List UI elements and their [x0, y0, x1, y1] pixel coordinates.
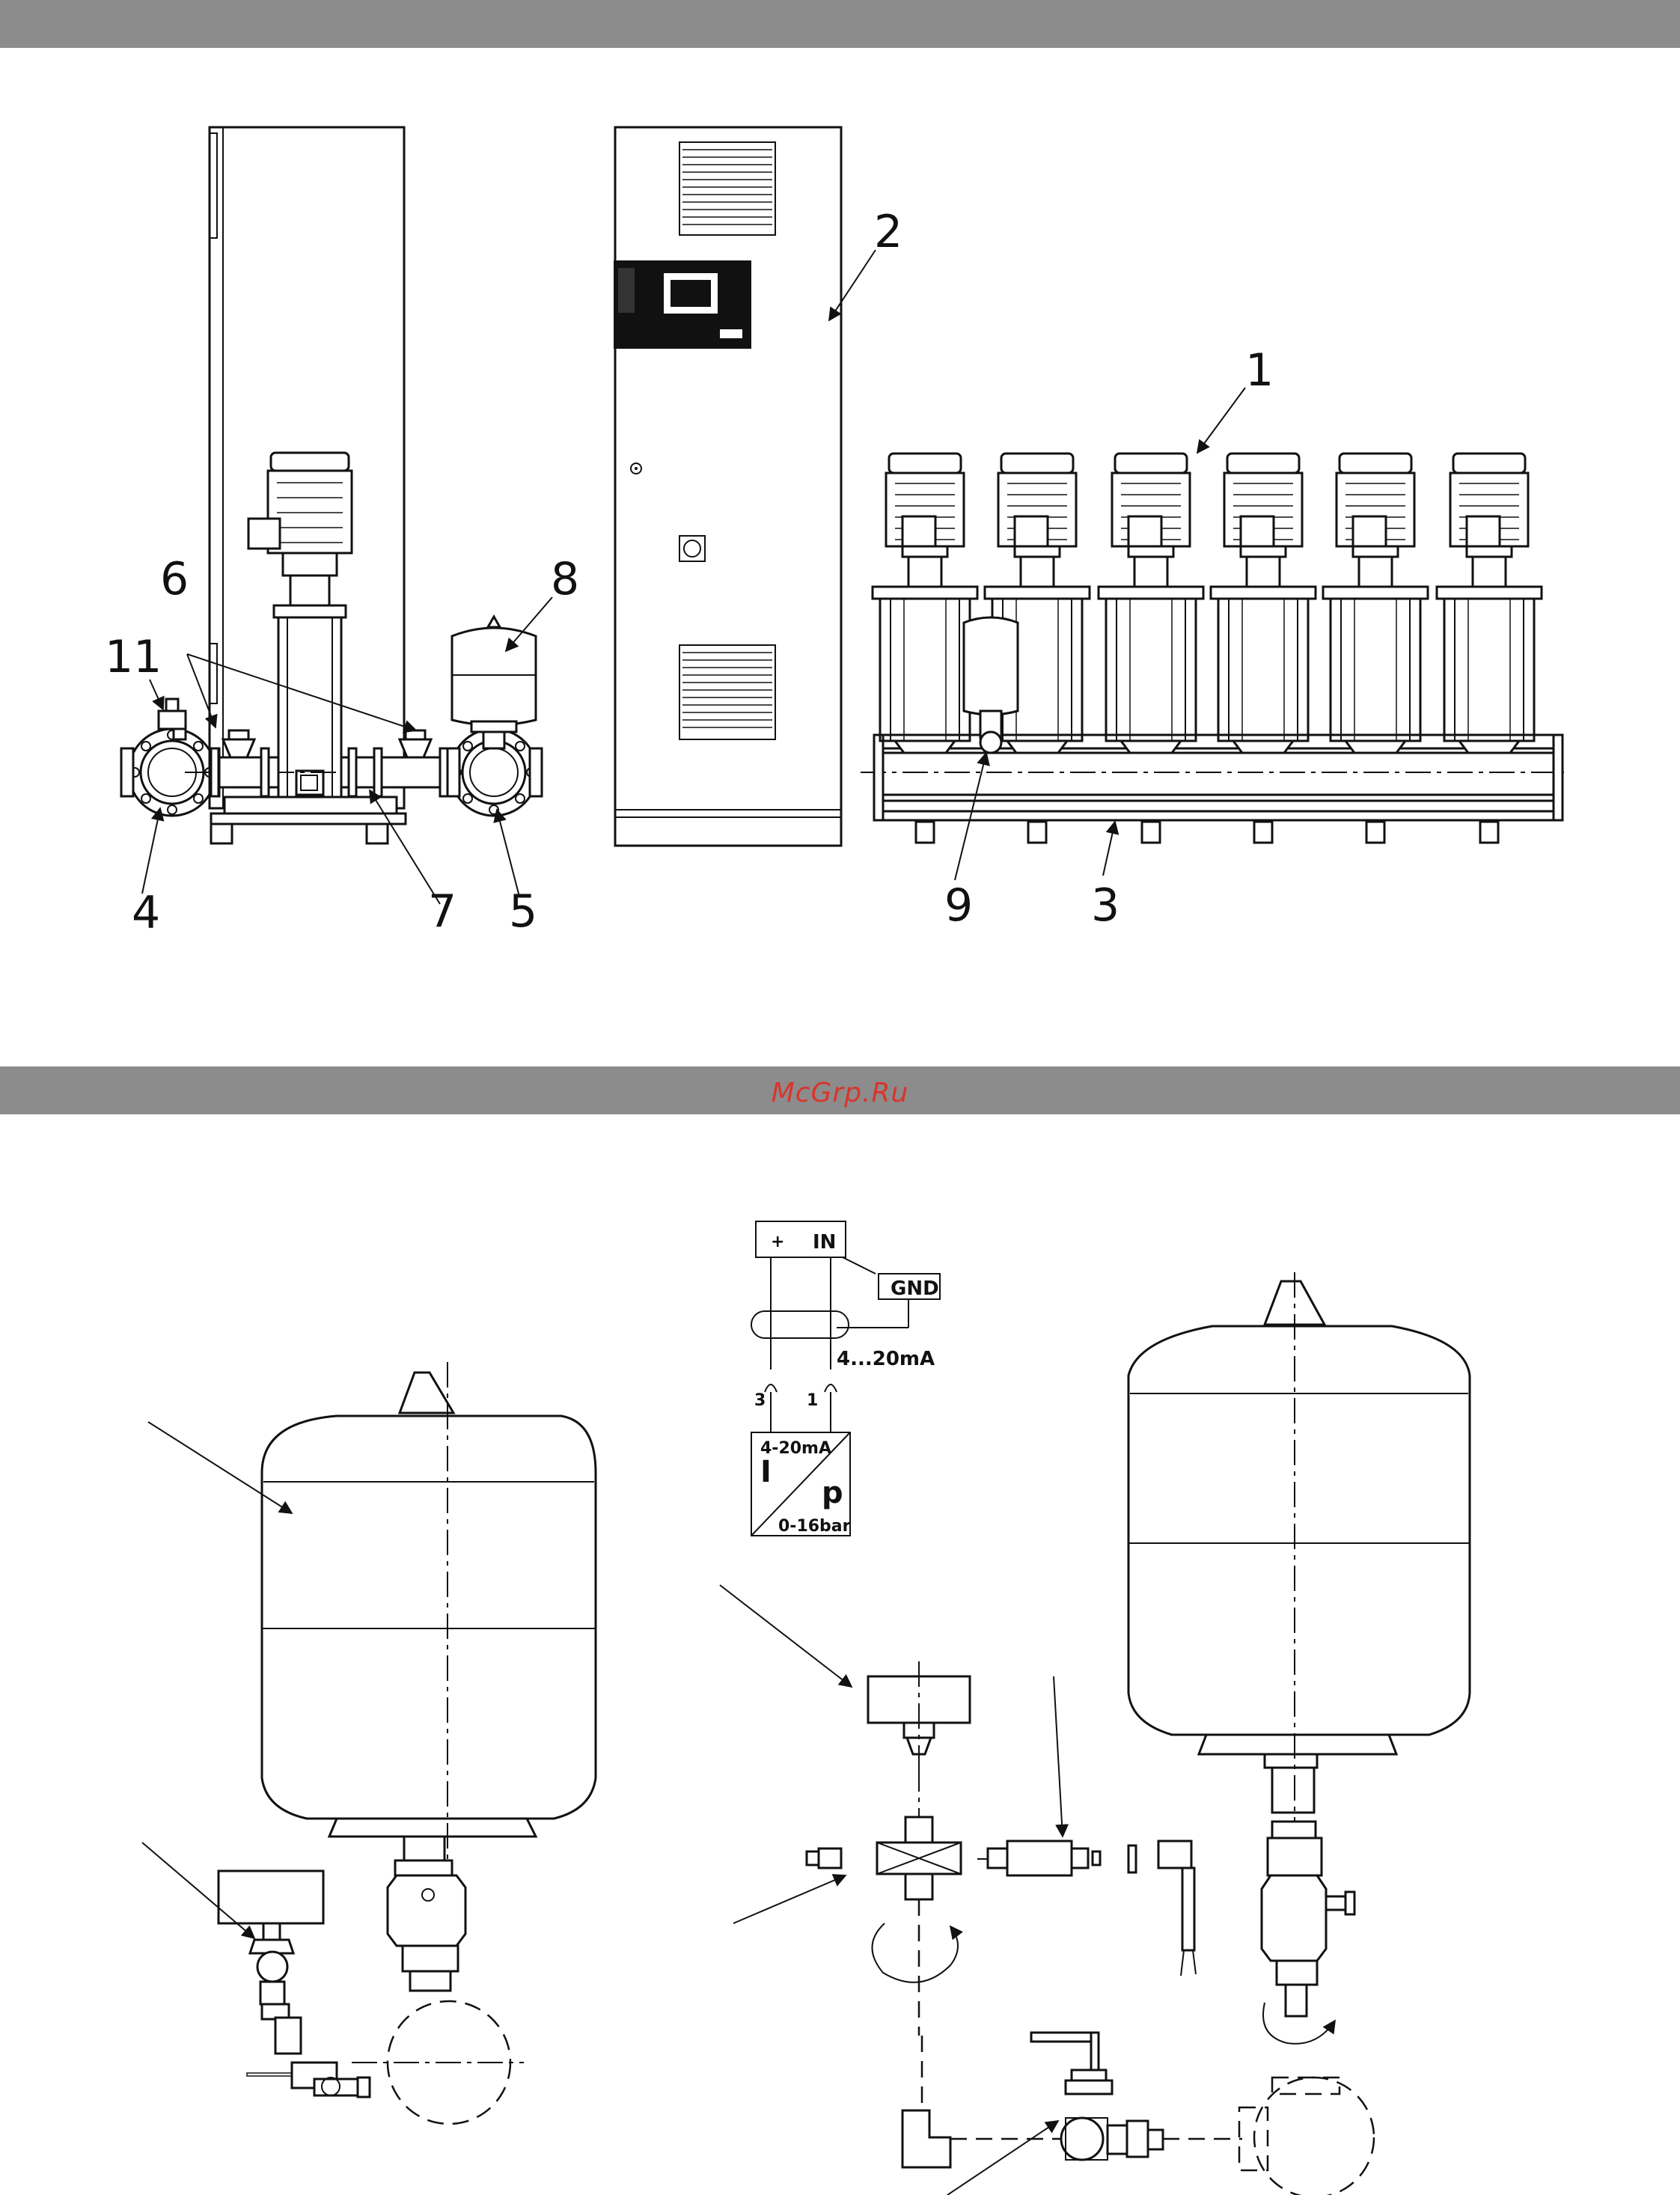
side-view-expansion-tank — [452, 617, 536, 748]
callout-9: 9 — [944, 879, 973, 932]
sensor-letter-p: p — [822, 1476, 843, 1510]
sensor-gnd: GND — [891, 1277, 939, 1300]
sensor-in: IN — [813, 1231, 836, 1254]
sensor-range-pressure: 0-16bar — [778, 1517, 851, 1536]
callout-4: 4 — [132, 887, 160, 939]
callout-1: 1 — [1245, 344, 1274, 397]
left-expansion-tank-assembly — [219, 1362, 596, 2124]
sensor-plus: + — [771, 1233, 784, 1251]
sensor-wiring-diagram — [751, 1221, 940, 1536]
sensor-wire-3: 3 — [754, 1391, 766, 1410]
callout-6: 6 — [160, 553, 189, 605]
callout-2: 2 — [874, 206, 902, 258]
sensor-current-label: 4...20mA — [837, 1348, 935, 1370]
right-expansion-tank-assembly — [1128, 1272, 1470, 2044]
callout-7: 7 — [428, 885, 456, 938]
callout-8: 8 — [551, 553, 579, 605]
callout-11: 11 — [105, 631, 162, 683]
callout-5: 5 — [509, 885, 537, 938]
sensor-letter-i: I — [760, 1455, 772, 1489]
control-cabinet-front — [614, 127, 841, 846]
pump-station-front — [861, 454, 1564, 843]
callout-3: 3 — [1091, 879, 1120, 932]
sensor-wire-1: 1 — [807, 1391, 818, 1410]
